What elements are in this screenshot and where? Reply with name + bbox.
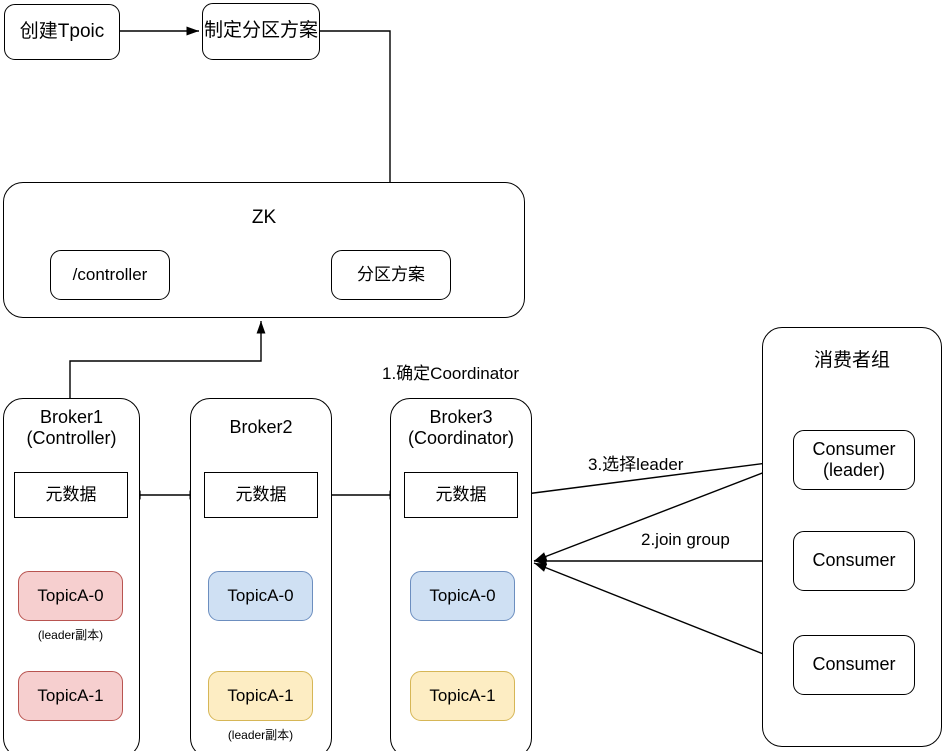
broker1-partition-1-label: TopicA-1 — [37, 685, 104, 705]
broker1-partition-1[interactable]: TopicA-1 — [18, 671, 123, 721]
zk-node-controller[interactable]: /controller — [50, 250, 170, 300]
broker3-title: Broker3 (Coordinator) — [407, 407, 515, 449]
broker3-partition-0[interactable]: TopicA-0 — [410, 571, 515, 621]
broker3-partition-1-label: TopicA-1 — [429, 685, 496, 705]
consumer-3[interactable]: Consumer — [793, 635, 915, 695]
edge-label-step2: 2.join group — [641, 530, 730, 549]
broker2-metadata-box[interactable]: 元数据 — [204, 472, 318, 518]
node-make-partition-plan-label: 制定分区方案 — [203, 20, 318, 42]
edge-join-group-consumer3 — [533, 562, 792, 666]
consumer-2-label: Consumer — [812, 550, 896, 571]
zk-title: ZK — [251, 207, 277, 228]
zk-node-controller-label: /controller — [72, 264, 148, 284]
broker3-metadata-label: 元数据 — [435, 484, 487, 504]
zk-node-partition-plan[interactable]: 分区方案 — [331, 250, 451, 300]
broker2-partition-1-caption: (leader副本) — [227, 728, 294, 742]
broker2-metadata-label: 元数据 — [235, 484, 287, 504]
node-create-topic[interactable]: 创建Tpoic — [4, 4, 120, 60]
broker3-partition-1[interactable]: TopicA-1 — [410, 671, 515, 721]
broker1-partition-0-caption: (leader副本) — [37, 628, 104, 642]
broker2-title: Broker2 — [229, 417, 293, 437]
broker3-metadata-box[interactable]: 元数据 — [404, 472, 518, 518]
broker2-partition-0[interactable]: TopicA-0 — [208, 571, 313, 621]
consumer-leader[interactable]: Consumer (leader) — [793, 430, 915, 490]
consumer-3-label: Consumer — [812, 654, 896, 675]
broker1-metadata-label: 元数据 — [45, 484, 97, 504]
broker1-partition-0-label: TopicA-0 — [37, 585, 104, 605]
broker1-title: Broker1 (Controller) — [26, 407, 117, 449]
broker2-partition-1-label: TopicA-1 — [227, 685, 294, 705]
edge-label-step1: 1.确定Coordinator — [382, 364, 520, 383]
broker1-metadata-box[interactable]: 元数据 — [14, 472, 128, 518]
node-create-topic-label: 创建Tpoic — [19, 20, 105, 42]
consumer-2[interactable]: Consumer — [793, 531, 915, 591]
edge-broker1-to-zk — [69, 321, 266, 398]
edge-label-step3: 3.选择leader — [588, 455, 684, 474]
zk-node-partition-plan-label: 分区方案 — [357, 264, 425, 284]
broker3-partition-0-label: TopicA-0 — [429, 585, 496, 605]
consumer-leader-label: Consumer (leader) — [812, 438, 896, 480]
broker2-partition-0-label: TopicA-0 — [227, 585, 294, 605]
node-make-partition-plan[interactable]: 制定分区方案 — [202, 3, 320, 60]
broker1-partition-0[interactable]: TopicA-0 — [18, 571, 123, 621]
broker2-partition-1[interactable]: TopicA-1 — [208, 671, 313, 721]
consumer-group-title: 消费者组 — [813, 350, 890, 371]
